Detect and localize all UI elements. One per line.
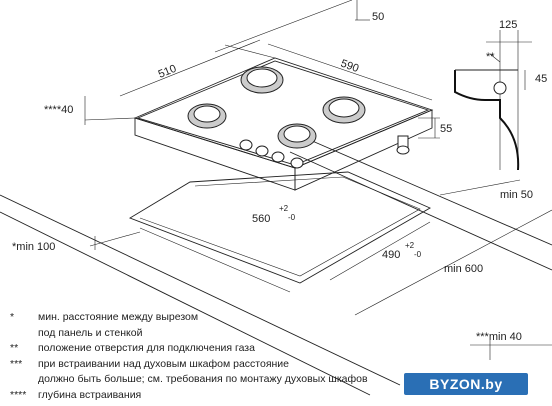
dim-min-front: *min 100 <box>12 241 55 253</box>
burner-front-left <box>187 103 227 129</box>
footnote-text: глубина встраивания <box>38 388 142 401</box>
footnote-row: *** при встраивании над духовым шкафом ра… <box>10 357 480 373</box>
dim-height: 55 <box>440 123 452 135</box>
footnote-row: ** положение отверстия для подключения га… <box>10 341 480 357</box>
dim-cutout-width-tol-minus: -0 <box>288 213 296 222</box>
side-detail <box>454 30 532 171</box>
footnote-text: положение отверстия для подключения газа <box>38 342 255 354</box>
footnote-text: под панель и стенкой <box>38 326 143 339</box>
dim-cutout-depth-tol-minus: -0 <box>414 250 422 259</box>
dim-hob-depth: 510 <box>157 63 179 81</box>
dim-min-oven: ***min 40 <box>476 331 522 343</box>
dim-front-offset: ****40 <box>44 104 73 116</box>
burner-front-right <box>277 123 317 149</box>
footnote-row: * мин. расстояние между вырезом <box>10 310 480 326</box>
dim-cutout-width-tol-plus: +2 <box>279 204 289 213</box>
footnote-mark: *** <box>10 357 23 370</box>
watermark-logo: BYZON.by <box>404 373 528 395</box>
burner-rear-right <box>322 96 366 124</box>
footnote-text: должно быть больше; см. требования по мо… <box>38 373 368 385</box>
dimension-lines <box>84 0 552 360</box>
footnote-row: **** глубина встраивания <box>10 388 480 404</box>
gas-position-mark: ** <box>486 51 495 63</box>
footnote-mark: * <box>10 311 15 323</box>
footnote-text: мин. расстояние между вырезом <box>38 311 199 323</box>
control-knobs <box>239 139 304 169</box>
dim-cutout-depth: 490 <box>382 249 400 261</box>
dim-hob-width: 590 <box>339 58 360 76</box>
burner-rear-left <box>240 66 284 94</box>
footnote-mark: **** <box>10 388 27 401</box>
footnote-text: при встраивании над духовым шкафом расст… <box>38 357 290 370</box>
footnote-mark: ** <box>10 342 19 354</box>
worktop-outline <box>0 139 552 396</box>
dim-min-worktop: min 600 <box>444 263 483 275</box>
dim-top-depth: 50 <box>372 11 384 23</box>
cutout-outline <box>128 171 431 284</box>
gas-connector <box>396 135 410 155</box>
dim-cutout-width: 560 <box>252 213 270 225</box>
dim-side-125: 125 <box>499 19 517 31</box>
footnotes: * мин. расстояние между вырезом под панел… <box>10 310 480 403</box>
footnote-row: должно быть больше; см. требования по мо… <box>10 372 480 388</box>
watermark-text: BYZON.by <box>429 376 503 392</box>
dim-gas-45: 45 <box>535 73 547 85</box>
footnote-row: под панель и стенкой <box>10 326 480 342</box>
footnote-mark <box>10 326 38 342</box>
footnote-mark <box>10 372 38 388</box>
dim-cutout-depth-tol-plus: +2 <box>405 241 415 250</box>
hob-top <box>133 57 434 191</box>
dim-min-rear: min 50 <box>500 189 533 201</box>
